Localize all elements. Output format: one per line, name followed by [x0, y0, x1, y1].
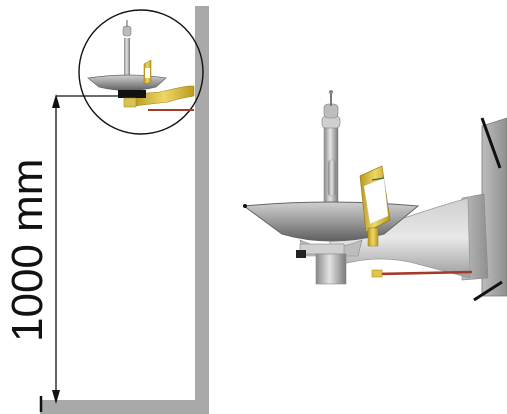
wall-and-floor: [40, 6, 209, 414]
height-dimension: 1000 mm: [3, 94, 120, 412]
fountain-large: [242, 90, 507, 302]
floor: [40, 400, 209, 414]
fountain-small: [78, 9, 204, 135]
dimension-arrow-bottom: [52, 390, 60, 404]
height-label: 1000 mm: [3, 159, 52, 342]
drain-trap: [315, 253, 347, 285]
dimension-arrow-top: [52, 94, 60, 108]
supply-pipe: [377, 270, 473, 276]
wall: [195, 6, 209, 414]
detail-circle: [78, 9, 204, 135]
